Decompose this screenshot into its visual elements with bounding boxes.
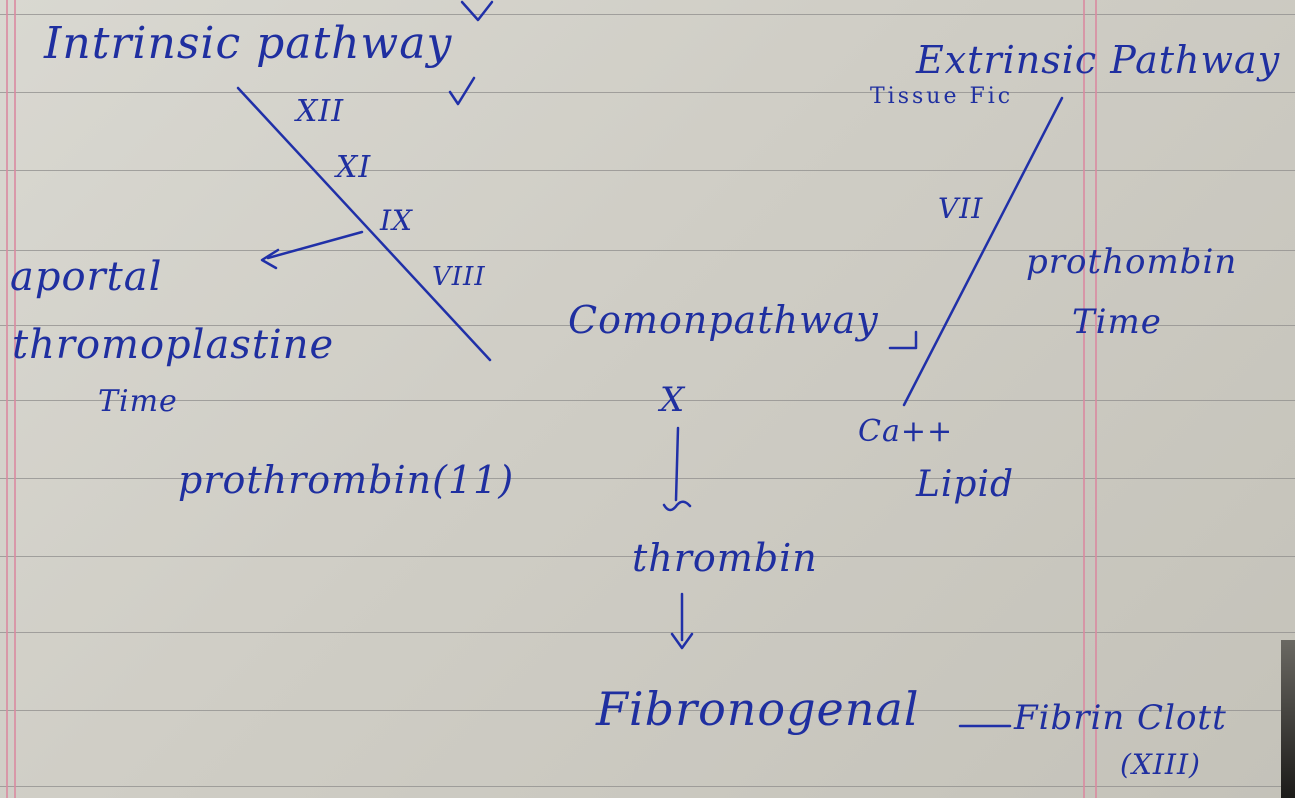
lipid-label: Lipid: [916, 464, 1015, 505]
rule-line: [0, 325, 1295, 326]
aptt-line-3: Time: [98, 384, 178, 419]
factor-xii-label: XII: [296, 94, 345, 129]
factor-x-label: X: [660, 380, 686, 420]
common-title: Comonpathway: [568, 298, 879, 342]
intrinsic-title: Intrinsic pathway: [44, 18, 453, 69]
rule-line: [0, 632, 1295, 633]
aptt-line-2: thromoplastine: [12, 322, 335, 368]
x-to-thrombin-arrow: [674, 426, 680, 502]
rule-line: [0, 92, 1295, 93]
x-arrow-tilde: [662, 500, 692, 512]
thrombin-arrow-head: [670, 632, 694, 650]
calcium-label: Ca++: [858, 414, 954, 449]
top-arrow-mark: [460, 0, 494, 22]
factor-ix-label: IX: [380, 204, 413, 237]
prothrombin-label: prothrombin(11): [178, 458, 515, 502]
rule-line: [0, 710, 1295, 711]
thrombin-label: thrombin: [632, 536, 818, 580]
rule-line: [0, 250, 1295, 251]
rule-line: [0, 170, 1295, 171]
common-underline: [888, 330, 918, 350]
aptt-arrow-head: [260, 248, 280, 270]
extrinsic-diagonal-line: [902, 96, 1064, 407]
factor-xi-label: XI: [336, 150, 372, 185]
pt-line-1: prothombin: [1026, 242, 1238, 282]
aptt-line-1: aportal: [10, 254, 163, 300]
pt-line-2: Time: [1072, 302, 1162, 342]
rule-line: [0, 14, 1295, 15]
factor-vii-label: VII: [938, 192, 984, 225]
left-margin-line: [14, 0, 16, 798]
factor-viii-label: VIII: [432, 262, 486, 292]
intrinsic-diagonal-line: [236, 86, 492, 362]
rule-line: [0, 478, 1295, 479]
right-margin-line: [1083, 0, 1085, 798]
rule-line: [0, 400, 1295, 401]
intrinsic-check-mark: [448, 76, 476, 106]
rule-line: [0, 556, 1295, 557]
right-margin-line: [1095, 0, 1097, 798]
fibrinogen-label: Fibronogenal: [596, 682, 920, 736]
factor-xiii-label: (XIII): [1120, 748, 1201, 781]
rule-line: [0, 786, 1295, 787]
page-shadow: [1281, 640, 1295, 798]
aptt-arrow-line: [266, 230, 364, 260]
fibrin-clot-label: Fibrin Clott: [1014, 698, 1227, 738]
tissue-factor-label: Tissue Fic: [870, 84, 1014, 109]
extrinsic-title: Extrinsic Pathway: [916, 38, 1281, 82]
left-margin-line: [6, 0, 8, 798]
